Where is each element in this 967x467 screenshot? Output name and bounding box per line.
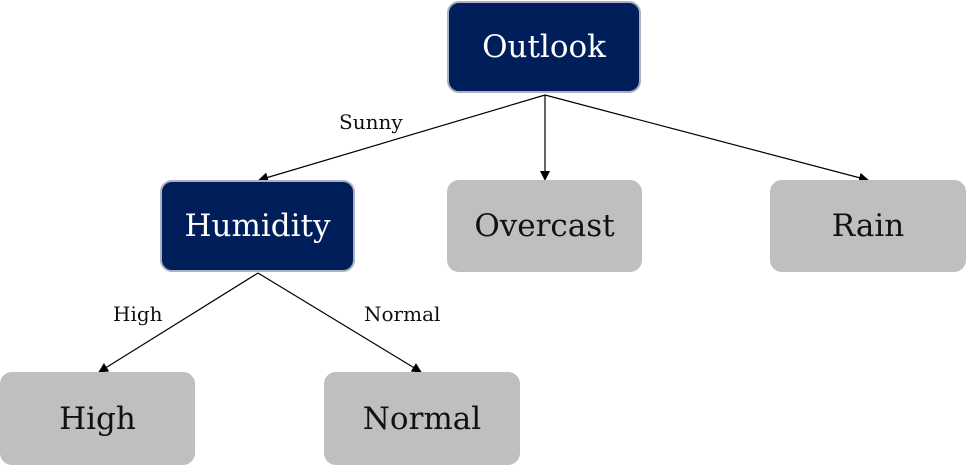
- node-high: High: [0, 372, 195, 465]
- edge-label-sunny: Sunny: [339, 110, 403, 134]
- edge-outlook-humidity: [258, 94, 546, 183]
- node-normal: Normal: [324, 372, 520, 465]
- edge-label-high: High: [113, 302, 163, 326]
- edge-label-normal: Normal: [364, 302, 441, 326]
- node-outlook: Outlook: [447, 1, 641, 93]
- edge-outlook-rain: [544, 94, 869, 183]
- edge-humidity-normal: [257, 272, 422, 373]
- edge-humidity-high: [98, 272, 259, 373]
- node-overcast: Overcast: [447, 180, 642, 272]
- node-humidity: Humidity: [160, 180, 355, 272]
- node-rain: Rain: [770, 180, 966, 272]
